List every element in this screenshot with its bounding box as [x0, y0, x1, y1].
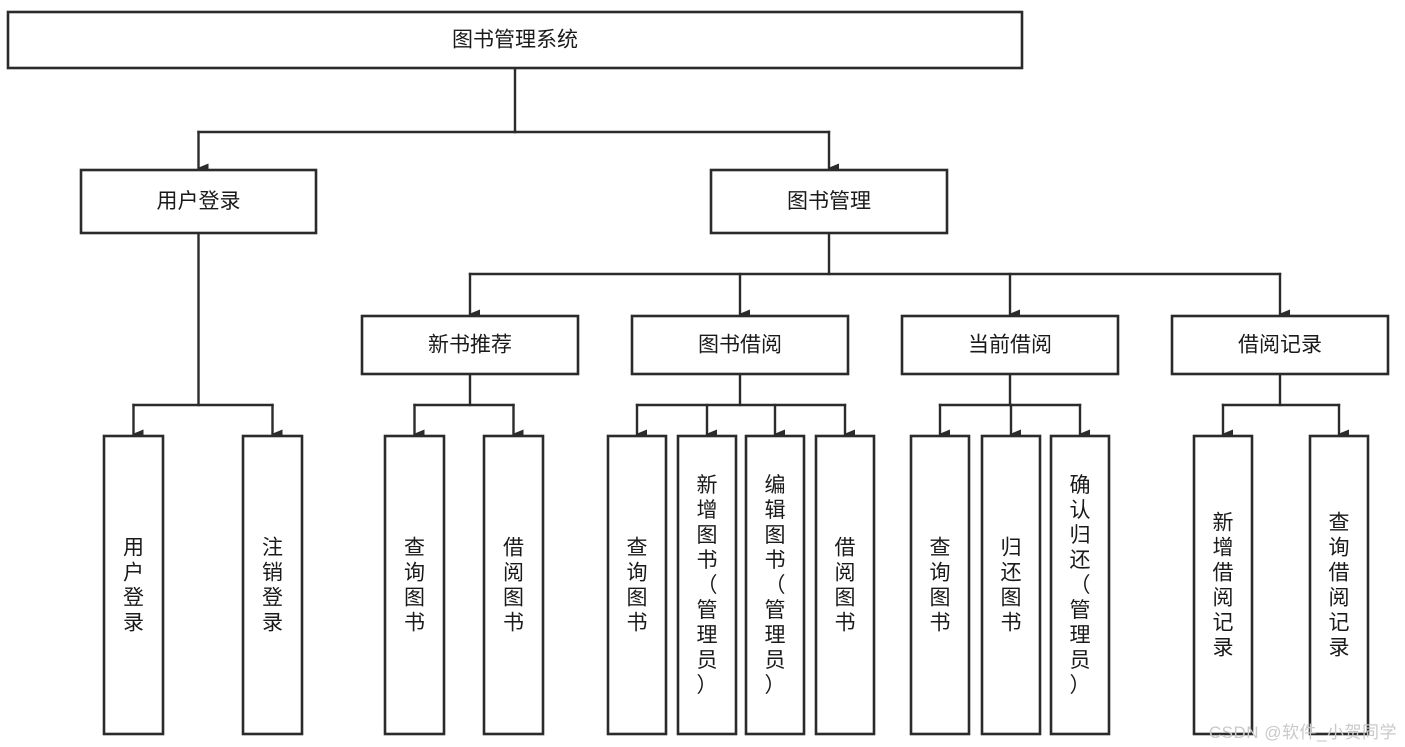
node-leaf-query-book-borrow[interactable]: 查询图书: [606, 434, 668, 736]
node-leaf-borrow-book-recommend[interactable]: 借阅图书: [482, 434, 545, 736]
node-leaf-query-book-recommend[interactable]: 查询图书: [383, 434, 446, 736]
connectors-layer: [132, 66, 1349, 439]
node-leaf-edit-book-admin[interactable]: 编辑图书（管理员）: [744, 434, 806, 736]
node-label-leaf-query-book-recommend: 查询图书: [404, 537, 425, 635]
node-borrow-record[interactable]: 借阅记录: [1170, 314, 1390, 376]
node-box-book-manage: [709, 168, 949, 235]
node-user-login[interactable]: 用户登录: [79, 168, 318, 235]
node-box-user-login: [79, 168, 318, 235]
node-label-leaf-return-book: 归还图书: [1001, 537, 1022, 635]
node-leaf-add-borrow-record[interactable]: 新增借阅记录: [1192, 434, 1254, 736]
node-box-leaf-logout: [241, 434, 304, 736]
node-label-borrow-record: 借阅记录: [1238, 334, 1322, 357]
node-label-leaf-query-borrow-record: 查询借阅记录: [1329, 512, 1350, 660]
node-label-book-borrow: 图书借阅: [698, 334, 782, 357]
node-label-leaf-confirm-return-admin: 确认归还（管理员）: [1070, 474, 1091, 697]
node-leaf-user-login[interactable]: 用户登录: [102, 434, 165, 736]
node-leaf-return-book[interactable]: 归还图书: [980, 434, 1042, 736]
node-label-leaf-logout: 注销登录: [262, 537, 283, 635]
node-box-book-borrow: [630, 314, 850, 376]
node-label-root: 图书管理系统: [452, 29, 578, 52]
node-box-leaf-query-book-current: [909, 434, 971, 736]
node-box-current-borrow: [900, 314, 1120, 376]
boxes-layer: 图书管理系统用户登录图书管理新书推荐图书借阅当前借阅借阅记录用户登录注销登录查询…: [6, 10, 1390, 736]
csdn-watermark: CSDN @软件_小贺同学: [1208, 723, 1397, 742]
node-box-leaf-borrow-book-recommend: [482, 434, 545, 736]
node-label-leaf-borrow-book: 借阅图书: [835, 537, 856, 635]
node-book-manage[interactable]: 图书管理: [709, 168, 949, 235]
node-new-book-recommend[interactable]: 新书推荐: [360, 314, 580, 376]
node-box-leaf-query-book-recommend: [383, 434, 446, 736]
node-box-leaf-borrow-book: [814, 434, 876, 736]
node-leaf-add-book-admin[interactable]: 新增图书（管理员）: [676, 434, 738, 736]
node-label-new-book-recommend: 新书推荐: [428, 334, 512, 357]
node-label-leaf-add-borrow-record: 新增借阅记录: [1213, 512, 1234, 660]
node-leaf-borrow-book[interactable]: 借阅图书: [814, 434, 876, 736]
node-root[interactable]: 图书管理系统: [6, 10, 1024, 70]
node-box-borrow-record: [1170, 314, 1390, 376]
node-leaf-query-borrow-record[interactable]: 查询借阅记录: [1308, 434, 1370, 736]
node-label-leaf-add-book-admin: 新增图书（管理员）: [697, 474, 718, 697]
node-box-new-book-recommend: [360, 314, 580, 376]
node-box-leaf-add-borrow-record: [1192, 434, 1254, 736]
node-box-root: [6, 10, 1024, 70]
node-book-borrow[interactable]: 图书借阅: [630, 314, 850, 376]
node-box-leaf-confirm-return-admin: [1049, 434, 1111, 736]
node-label-leaf-query-book-borrow: 查询图书: [627, 537, 648, 635]
node-label-leaf-edit-book-admin: 编辑图书（管理员）: [765, 474, 786, 697]
node-label-book-manage: 图书管理: [787, 190, 871, 213]
node-current-borrow[interactable]: 当前借阅: [900, 314, 1120, 376]
node-label-leaf-user-login: 用户登录: [123, 537, 144, 635]
node-label-leaf-query-book-current: 查询图书: [930, 537, 951, 635]
node-leaf-confirm-return-admin[interactable]: 确认归还（管理员）: [1049, 434, 1111, 736]
node-label-leaf-borrow-book-recommend: 借阅图书: [503, 537, 524, 635]
node-box-leaf-edit-book-admin: [744, 434, 806, 736]
node-leaf-logout[interactable]: 注销登录: [241, 434, 304, 736]
node-leaf-query-book-current[interactable]: 查询图书: [909, 434, 971, 736]
node-label-current-borrow: 当前借阅: [968, 334, 1052, 357]
node-label-user-login: 用户登录: [157, 190, 241, 213]
node-box-leaf-query-book-borrow: [606, 434, 668, 736]
node-box-leaf-return-book: [980, 434, 1042, 736]
node-box-leaf-user-login: [102, 434, 165, 736]
node-box-leaf-add-book-admin: [676, 434, 738, 736]
node-box-leaf-query-borrow-record: [1308, 434, 1370, 736]
